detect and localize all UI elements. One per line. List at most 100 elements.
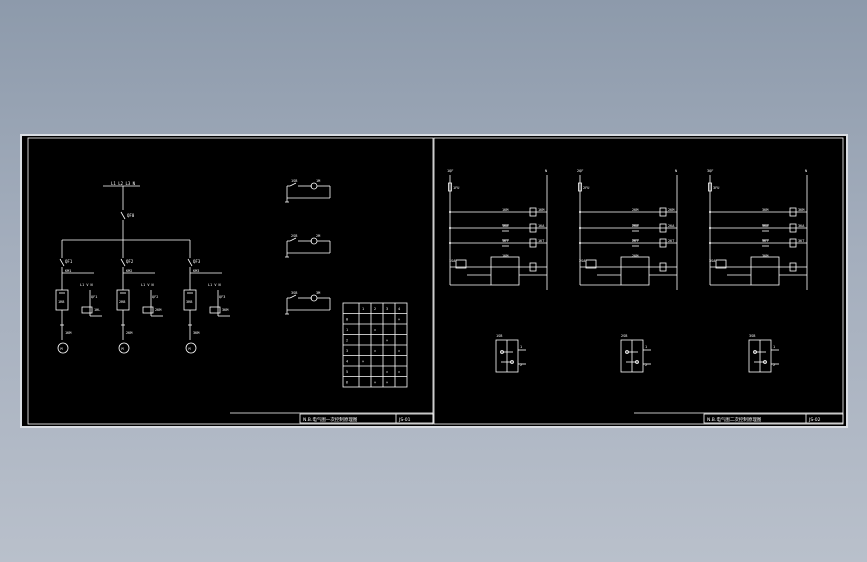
panel-n-label: N [675, 169, 677, 173]
table-cell: 6 [346, 381, 348, 385]
panel-coil [789, 238, 797, 248]
detail-pin-label: 2 [520, 363, 522, 367]
panel-control-box [750, 256, 780, 286]
panel-n-label: N [545, 169, 547, 173]
panel-relay-label: 3KA [798, 224, 805, 228]
panel-qf-label: 1QF [447, 169, 453, 173]
detail-diagram-2: 2SB 1 2 [620, 334, 651, 373]
panel-sel-label: 2SA [579, 259, 586, 263]
title-block-right [703, 413, 844, 424]
main-switch-label: QF0 [127, 213, 135, 218]
panel-coil [659, 238, 667, 248]
pilot-relay [209, 306, 221, 314]
panel-node [709, 211, 711, 213]
branch-feeder-label: 1KM [65, 331, 71, 335]
branch-breaker-label: QF3 [193, 259, 201, 264]
detail-pin-label: 1 [773, 345, 775, 349]
detail-pin [625, 350, 629, 354]
pilot-breaker-label: QF3 [219, 295, 225, 299]
detail-pin-label: 2 [645, 363, 647, 367]
panel-box-label: 3KM [762, 254, 768, 258]
table-header-cell: 1 [362, 307, 364, 311]
panel-coil [659, 223, 667, 233]
panel-relay-label: 3KM [798, 208, 804, 212]
panel-control-box [620, 256, 650, 286]
panel-fuse [708, 182, 712, 192]
panel-coil [789, 223, 797, 233]
panel-node [449, 242, 451, 244]
sheet-left-frame [27, 137, 434, 425]
table-header-cell: 4 [398, 307, 400, 311]
detail-pin-label: 1 [645, 345, 647, 349]
pump-motor-glyph: M [122, 347, 124, 351]
branch-aux-label: L1 V N [141, 283, 154, 287]
branch-contactor-label: KM3 [193, 269, 199, 273]
circuit-lamp-label: 2M [316, 234, 320, 238]
panel-contact-label: 3KM [762, 208, 768, 212]
detail-pin [500, 350, 504, 354]
detail-label: 2SB [621, 334, 627, 338]
pump-motor-icon [118, 342, 130, 354]
branch-feeder-label: 2KM [126, 331, 132, 335]
table-cell: × [386, 381, 388, 385]
panel-relay-label: 2KT [668, 239, 675, 243]
branch-device-label: 2RB [119, 300, 125, 304]
panel-contact-label: 2KT [632, 239, 639, 243]
branch-device-label: 1RB [58, 300, 64, 304]
table-cell: × [398, 370, 400, 374]
panel-qf-label: 2QF [577, 169, 583, 173]
pilot-label: 2KM [155, 308, 161, 312]
panel-coil [659, 262, 667, 272]
panel-n-label: N [805, 169, 807, 173]
panel-contact-label: 2KM [632, 208, 638, 212]
table-cell: × [398, 349, 400, 353]
panel-node [579, 227, 581, 229]
panel-coil [529, 238, 537, 248]
panel-box-label: 2KM [632, 254, 638, 258]
detail-label: 1SB [496, 334, 502, 338]
table-cell: 4 [346, 360, 348, 364]
panel-selector [455, 259, 467, 269]
panel-fu-label: 3FU [713, 186, 719, 190]
detail-pin-label: 2 [773, 363, 775, 367]
branch-feeder-label: 3KM [193, 331, 199, 335]
table-cell: × [374, 328, 376, 332]
pump-motor-glyph: M [61, 347, 63, 351]
panel-node [709, 227, 711, 229]
panel-selector [585, 259, 597, 269]
panel-fu-label: 2FU [583, 186, 589, 190]
sheet-no-left: JS-01 [398, 417, 411, 423]
table-header-cell: 2 [374, 307, 376, 311]
panel-relay-label: 2KM [668, 208, 674, 212]
panel-contact-label: 2KA [632, 224, 639, 228]
table-cell: 5 [346, 370, 348, 374]
panel-contact-label: 1KT [502, 239, 509, 243]
sheet-right-frame [433, 137, 844, 425]
table-header-cell: 3 [386, 307, 388, 311]
title-left: N.B.电气图一次控制原理图 [303, 416, 358, 423]
pilot-relay [142, 306, 154, 314]
circuit-switch-label: 1SB [291, 179, 297, 183]
table-cell: 3 [346, 349, 348, 353]
panel-control-box [490, 256, 520, 286]
pilot-breaker-label: QF1 [91, 295, 97, 299]
panel-contact-label: 3KT [762, 239, 769, 243]
table-cell: × [374, 349, 376, 353]
branch-aux-label: L1 V N [208, 283, 221, 287]
panel-contact-label: 1KM [502, 208, 508, 212]
panel-contact-label: 1KA [502, 224, 509, 228]
panel-box-label: 1KM [502, 254, 508, 258]
pump-motor-glyph: M [189, 347, 191, 351]
